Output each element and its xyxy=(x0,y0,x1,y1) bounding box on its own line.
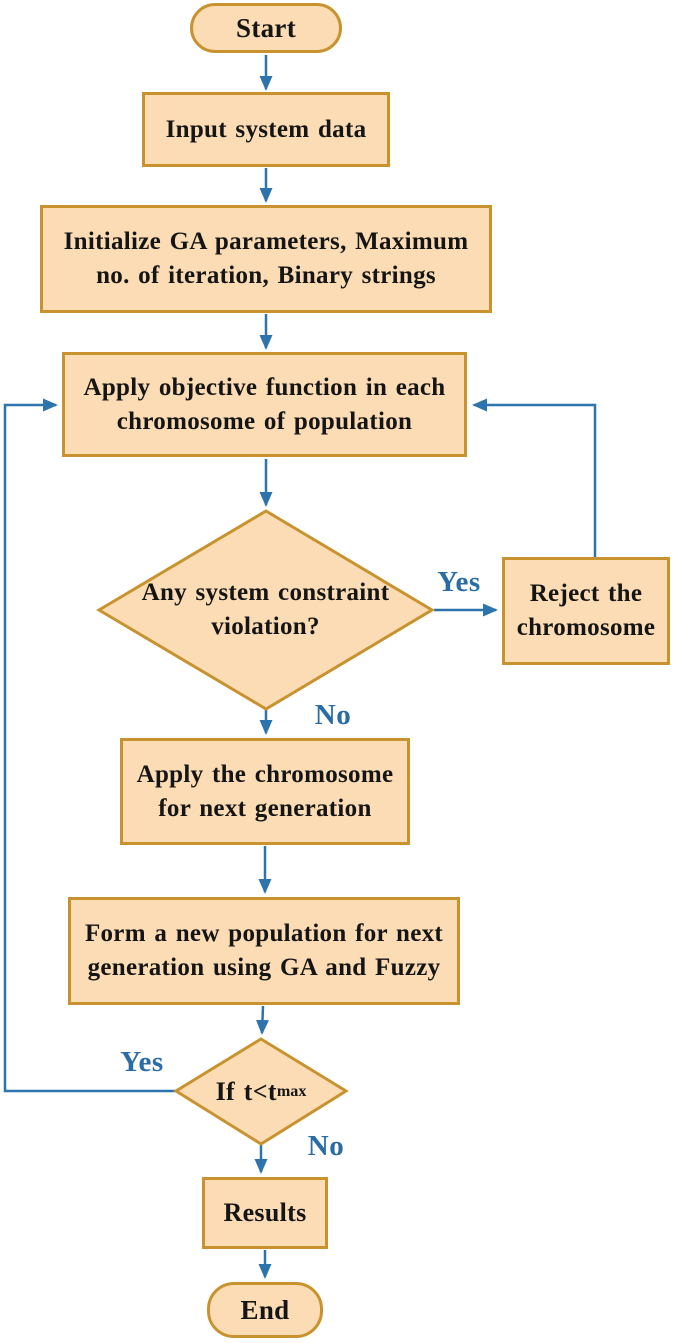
node-apply-chromosome-label: Apply the chromosome for next generation xyxy=(136,760,394,822)
node-start: Start xyxy=(190,3,342,53)
edge-label-constraint-no: No xyxy=(314,699,352,731)
edge-label-iteration-yes: Yes xyxy=(120,1046,164,1078)
node-end-label: End xyxy=(240,1295,290,1325)
iteration-check-subscript: max xyxy=(276,1082,307,1100)
node-apply-chromosome: Apply the chromosome for next generation xyxy=(120,738,410,845)
node-form-population-label: Form a new population for next generatio… xyxy=(84,920,444,981)
edge-form-population-to-iteration-check xyxy=(255,1005,269,1035)
edge-label-iteration-no: No xyxy=(307,1130,345,1162)
node-initialize: Initialize GA parameters, Maximum no. of… xyxy=(40,205,492,313)
node-end: End xyxy=(207,1282,323,1338)
node-input-data-label: Input system data xyxy=(165,115,367,143)
iteration-check-diamond xyxy=(173,1037,349,1146)
node-form-population: Form a new population for next generatio… xyxy=(68,897,460,1005)
node-input-data: Input system data xyxy=(142,92,390,167)
node-apply-objective: Apply objective function in each chromos… xyxy=(62,352,467,457)
node-results-label: Results xyxy=(223,1198,307,1227)
node-constraint-check-label: Any system constraint violation? xyxy=(141,579,390,640)
edge-reject-loop-to-apply-objective xyxy=(472,398,597,558)
node-start-label: Start xyxy=(236,13,296,43)
node-apply-objective-label: Apply objective function in each chromos… xyxy=(83,373,446,435)
node-initialize-label: Initialize GA parameters, Maximum no. of… xyxy=(63,228,469,289)
node-results: Results xyxy=(202,1177,328,1249)
constraint-check-diamond xyxy=(96,509,435,711)
edge-label-constraint-yes: Yes xyxy=(437,566,481,598)
node-reject: Reject the chromosome xyxy=(502,557,670,665)
edge-iteration-yes-loop-to-apply-objective xyxy=(3,398,177,1093)
node-reject-label: Reject the chromosome xyxy=(516,580,656,641)
